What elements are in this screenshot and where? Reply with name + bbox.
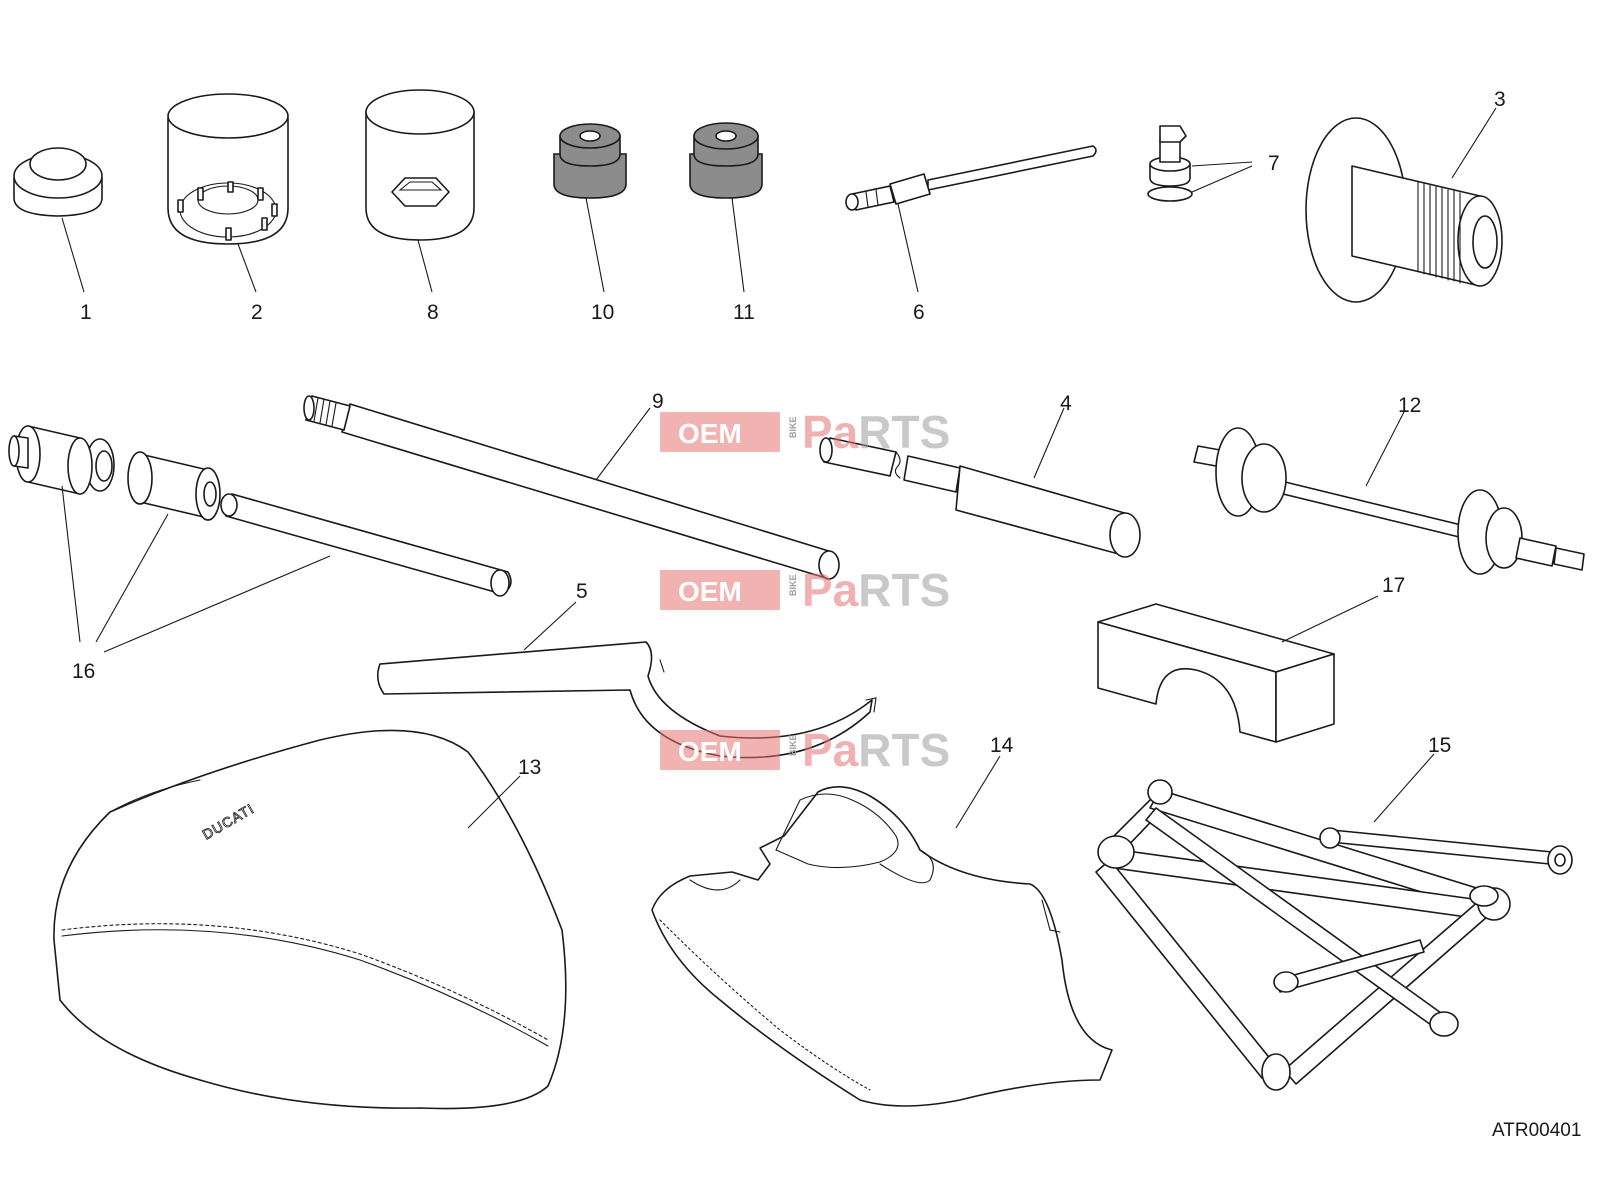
callout-3: 3 [1494,88,1506,111]
callout-11: 11 [733,301,755,324]
part-14-tank-cover [651,786,1113,1107]
callout-10: 10 [591,301,614,324]
svg-text:PaRTS: PaRTS [802,564,950,616]
part-13-seat-cover: DUCATI [53,729,567,1110]
part-11-rubber-bushing [689,122,763,199]
callout-7: 7 [1268,152,1280,175]
callout-12: 12 [1398,394,1421,417]
svg-text:PaRTS: PaRTS [802,724,950,776]
part-1-cap [13,147,103,217]
svg-text:OEM: OEM [678,576,742,607]
svg-text:PaRTS: PaRTS [802,406,950,458]
callout-13: 13 [518,756,541,779]
watermark-top: OEM BIKE PaRTS [660,406,950,458]
part-2-pin-socket [167,93,289,245]
part-15-folding-stand [1095,779,1573,1091]
part-7-small-bolt [1147,125,1193,202]
callout-14: 14 [990,734,1014,757]
callout-15: 15 [1428,734,1451,757]
part-8-hex-socket [365,89,475,241]
part-6-rod-fitting [845,145,1097,211]
part-4-drift [819,437,1141,558]
leader-lines [61,107,1497,829]
callout-2: 2 [251,301,263,324]
callout-9: 9 [652,390,664,413]
watermark-middle: OEM BIKE PaRTS [660,564,950,616]
watermark-bottom: OEM BIKE PaRTS [660,724,950,776]
diagram-reference-code: ATR00401 [1492,1120,1581,1141]
svg-text:BIKE: BIKE [788,734,798,756]
callout-1: 1 [80,301,92,324]
svg-text:OEM: OEM [678,736,742,767]
part-3-threaded-flange [1305,117,1503,303]
svg-text:OEM: OEM [678,418,742,449]
callout-8: 8 [427,301,439,324]
part-12-bearing-puller [1193,427,1585,575]
part-10-rubber-bushing [553,123,627,199]
part-16-bushing-set [8,425,512,597]
part-9-threaded-rod [303,395,840,580]
callout-6: 6 [913,301,925,324]
part-5-hook-spanner [376,641,877,759]
svg-text:BIKE: BIKE [788,416,798,438]
callout-labels: 1 2 8 10 11 6 7 3 9 4 12 16 5 17 13 14 1… [72,88,1506,779]
part-17-support-block [1097,603,1335,743]
callout-4: 4 [1060,392,1072,415]
svg-text:BIKE: BIKE [788,574,798,596]
callout-17: 17 [1382,574,1405,597]
callout-16: 16 [72,660,95,683]
callout-5: 5 [576,580,588,603]
